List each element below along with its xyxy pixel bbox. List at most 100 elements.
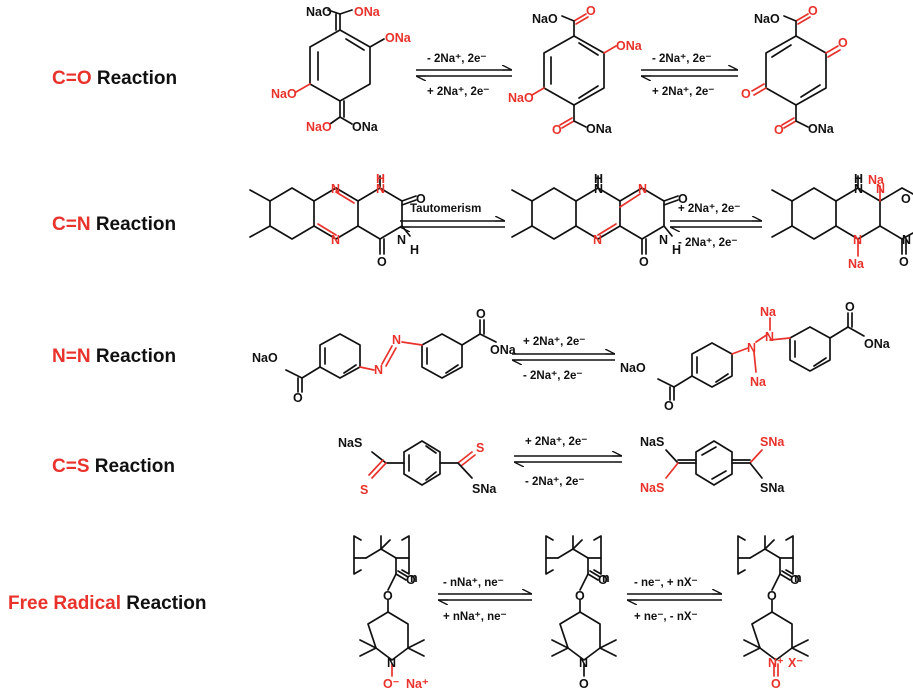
bond-line xyxy=(445,364,459,374)
bond-line xyxy=(397,570,409,578)
arrow-cn-2: + 2Na⁺, 2e⁻ - 2Na⁺, 2e⁻ xyxy=(670,203,762,249)
bond-line xyxy=(579,573,589,591)
molecule-cn-3: N H N Na N Na O O N xyxy=(771,172,913,271)
atom-label: O xyxy=(383,589,393,603)
atom-label: Na xyxy=(750,375,767,389)
bond-line xyxy=(771,44,792,58)
reaction-condition: Tautomerism xyxy=(410,203,481,215)
atom-label: O xyxy=(678,192,688,206)
bond-line xyxy=(573,13,587,22)
atom-label: NaO xyxy=(508,91,534,105)
bond-line xyxy=(545,535,554,575)
bond-line xyxy=(269,187,315,240)
atom-label: ONa xyxy=(354,5,381,19)
bond-line xyxy=(407,639,425,649)
atom-label: N xyxy=(331,182,340,196)
molecule-fr-1: n O O N O⁻ Na⁺ xyxy=(353,535,429,689)
bond-line xyxy=(327,9,341,15)
molecule-co-2: NaO O ONa NaO O ONa xyxy=(508,4,643,137)
atom-label: H xyxy=(376,172,385,186)
bond-line xyxy=(597,223,617,236)
atom-label: n xyxy=(602,571,610,585)
molecule-fr-2: n O O N O xyxy=(545,535,617,689)
bond-line xyxy=(295,83,311,93)
atom-label: N xyxy=(659,233,668,247)
bond-line xyxy=(381,345,393,365)
atom-label: Na⁺ xyxy=(406,677,429,689)
bond-line xyxy=(791,647,809,657)
arrow-fr-1: - nNa⁺, ne⁻ + nNa⁺, ne⁻ xyxy=(438,577,532,623)
bond-line xyxy=(343,364,357,374)
atom-label: S xyxy=(476,441,484,455)
molecule-nn-2: NaO O N N Na Na O ONa xyxy=(620,300,891,413)
atom-label: ONa xyxy=(808,122,835,136)
atom-label: O xyxy=(845,300,855,314)
bond-line xyxy=(339,9,353,15)
reaction-condition: - 2Na⁺, 2e⁻ xyxy=(523,370,582,382)
bond-line xyxy=(751,611,793,661)
bond-line xyxy=(749,462,763,479)
atom-label: O xyxy=(741,87,751,101)
bond-line xyxy=(781,570,793,578)
bond-line xyxy=(879,187,913,202)
bond-line xyxy=(359,366,375,371)
label-cs-reaction: C=S Reaction xyxy=(52,456,175,477)
atom-label: SNa xyxy=(760,435,785,449)
molecule-co-3: NaO O O O O ONa xyxy=(741,4,848,137)
bond-line xyxy=(825,45,839,54)
bond-line xyxy=(657,378,675,388)
bond-line xyxy=(329,116,341,125)
atom-label: O xyxy=(664,399,674,413)
bond-line xyxy=(301,366,321,379)
bond-line xyxy=(461,333,481,346)
atom-label: O xyxy=(377,255,387,269)
bond-line xyxy=(743,647,761,657)
atom-label: N xyxy=(854,182,863,196)
bond-line xyxy=(599,639,617,649)
bond-line xyxy=(403,440,441,486)
bond-line xyxy=(559,611,601,661)
bond-line xyxy=(401,195,417,202)
bond-line xyxy=(353,535,362,575)
bond-line xyxy=(829,326,849,339)
bond-line xyxy=(800,84,821,98)
bond-line xyxy=(764,548,781,559)
arrow-co-2: - 2Na⁺, 2e⁻ + 2Na⁺, 2e⁻ xyxy=(641,53,738,98)
atom-label: SNa xyxy=(472,482,497,496)
reaction-condition: + 2Na⁺, 2e⁻ xyxy=(652,86,714,98)
molecule-cs-2: NaS NaS SNa SNa xyxy=(640,435,785,495)
bond-line xyxy=(771,189,793,202)
bond-line xyxy=(249,225,271,238)
atom-label: O xyxy=(416,192,426,206)
atom-label: H xyxy=(594,172,603,186)
atom-label: H xyxy=(672,243,681,257)
atom-label: ONa xyxy=(490,343,517,357)
bond-line xyxy=(797,16,811,25)
bond-line xyxy=(695,440,733,486)
atom-label: ONa xyxy=(385,31,412,45)
atom-label: O xyxy=(476,307,486,321)
atom-label: N xyxy=(747,341,756,355)
atom-label: N⁺ xyxy=(768,656,784,670)
bond-line xyxy=(531,87,545,96)
reaction-condition: + 2Na⁺, 2e⁻ xyxy=(678,203,740,215)
atom-label: N xyxy=(594,182,603,196)
bond-line xyxy=(395,573,407,581)
arrow-nn: + 2Na⁺, 2e⁻ - 2Na⁺, 2e⁻ xyxy=(512,336,615,382)
reaction-condition: - 2Na⁺, 2e⁻ xyxy=(427,53,486,65)
atom-label: N xyxy=(376,182,385,196)
atom-label: Na xyxy=(848,257,865,271)
bond-line xyxy=(367,611,409,661)
bond-line xyxy=(769,337,791,341)
bond-line xyxy=(711,470,727,480)
atom-label: NaO xyxy=(620,361,646,375)
reaction-condition: + nNa⁺, ne⁻ xyxy=(443,611,507,623)
bond-line xyxy=(783,15,797,22)
atom-label: O xyxy=(808,4,818,18)
bond-line xyxy=(359,639,377,649)
bond-line xyxy=(425,445,437,454)
bond-line xyxy=(751,83,765,92)
bond-line xyxy=(785,535,794,575)
bond-line xyxy=(575,187,621,240)
atom-label: O xyxy=(771,677,781,689)
